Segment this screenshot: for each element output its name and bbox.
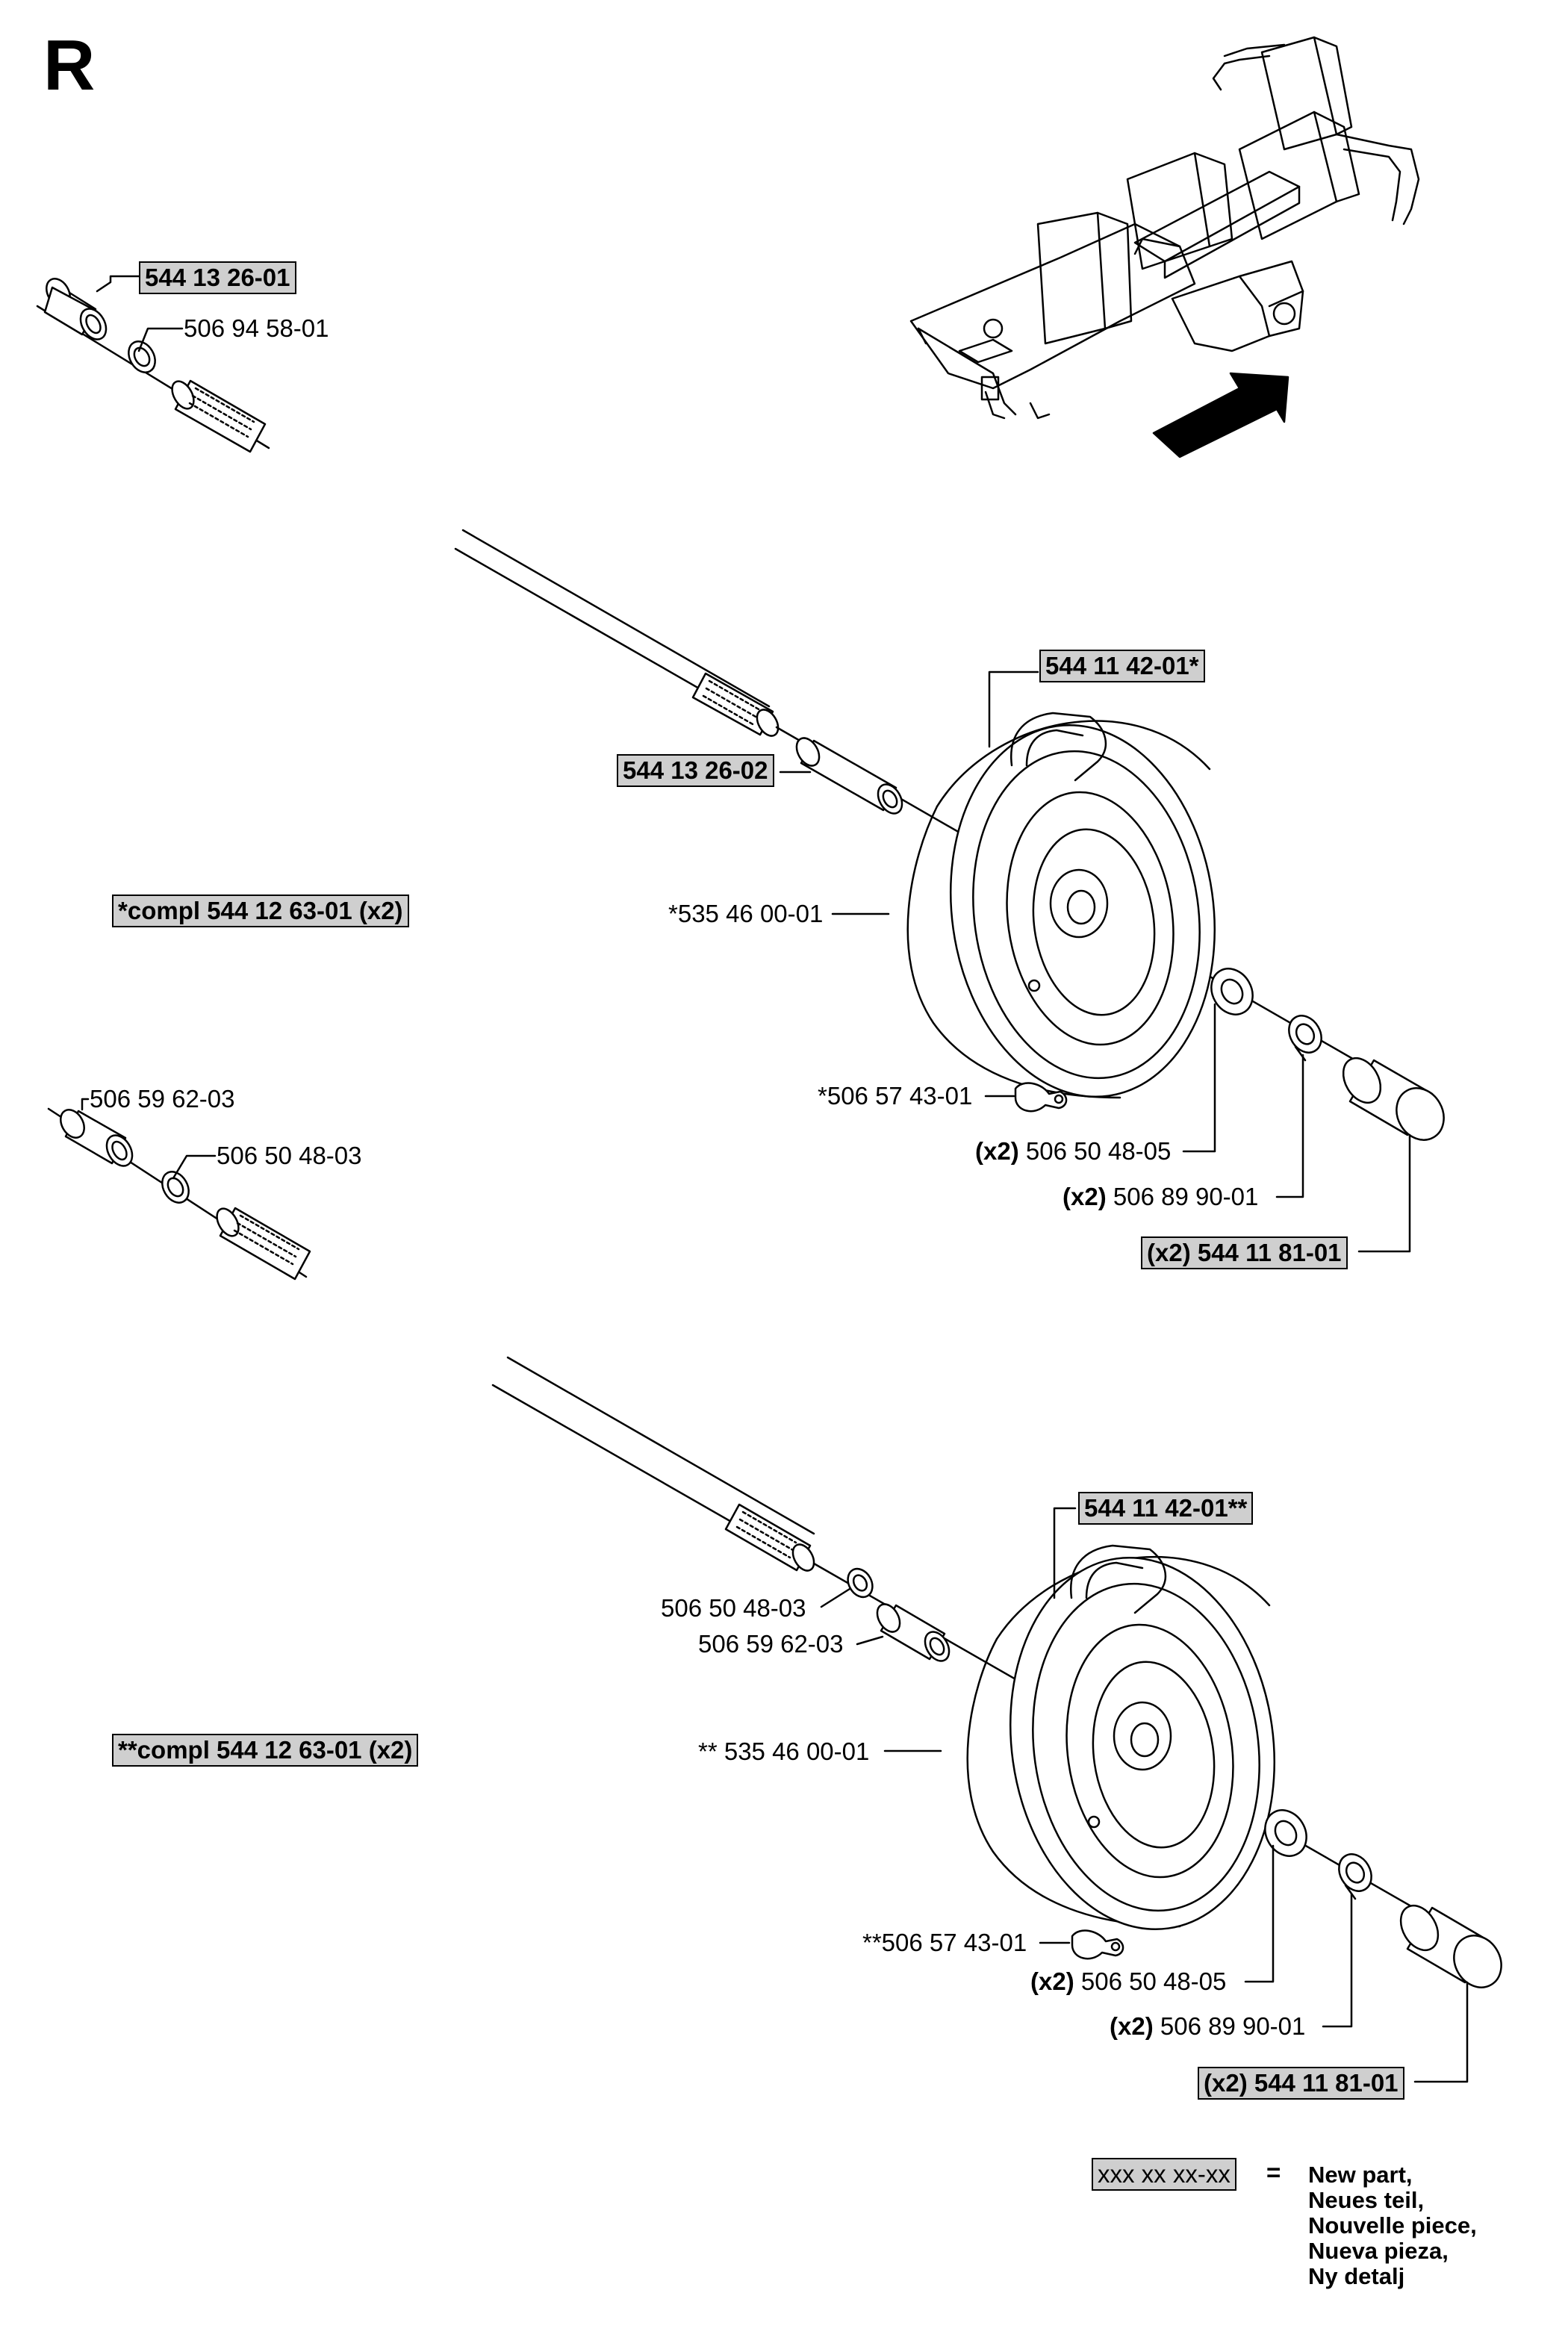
legend-line: Neues teil, — [1308, 2187, 1425, 2213]
label-wheel2-new-part: 544 11 42-01** — [1078, 1492, 1254, 1525]
wheel-assembly-2 — [491, 1356, 1502, 2083]
qty-label: (x2) — [975, 1137, 1019, 1165]
label-wheel1-washer: (x2) 506 50 48-05 — [975, 1136, 1171, 1166]
legend-line: Ny detalj — [1308, 2263, 1405, 2289]
label-wheel1-valve: *506 57 43-01 — [818, 1082, 973, 1110]
qty-label: (x2) — [1063, 1183, 1107, 1210]
part-number: 506 89 90-01 — [1113, 1183, 1259, 1210]
legend-line: Nouvelle piece, — [1308, 2212, 1477, 2239]
legend-text: New part, Neues teil, Nouvelle piece, Nu… — [1308, 2162, 1477, 2289]
label-wheel2-washer: (x2) 506 50 48-05 — [1030, 1967, 1226, 1997]
label-mid-washer: 506 50 48-03 — [217, 1142, 362, 1169]
label-wheel1-new-part: 544 11 42-01* — [1039, 650, 1205, 682]
label-compl-1: *compl 544 12 63-01 (x2) — [112, 895, 409, 927]
label-wheel2-bushing: 506 59 62-03 — [698, 1630, 844, 1658]
label-wheel1-cap: (x2) 544 11 81-01 — [1141, 1236, 1348, 1269]
wheel-assembly-1 — [454, 529, 1445, 1253]
legend-new-part-box: xxx xx xx-xx — [1092, 2158, 1236, 2191]
label-wheel1-rim: *535 46 00-01 — [668, 900, 824, 927]
label-wheel1-clip: (x2) 506 89 90-01 — [1063, 1182, 1258, 1212]
part-number: 506 89 90-01 — [1160, 2012, 1306, 2040]
section-letter: R — [43, 25, 96, 105]
label-wheel2-washer-inner: 506 50 48-03 — [661, 1594, 806, 1622]
middle-left-assembly — [47, 1098, 311, 1281]
qty-label: (x2) — [1030, 1967, 1074, 1995]
legend-line: New part, — [1308, 2162, 1413, 2188]
part-number: 506 50 48-05 — [1025, 1137, 1172, 1165]
label-top-bushing: 544 13 26-01 — [139, 261, 296, 294]
top-left-assembly — [36, 275, 270, 453]
qty-label: (x2) — [1110, 2012, 1154, 2040]
label-wheel2-valve: **506 57 43-01 — [862, 1929, 1027, 1956]
label-wheel1-spacer: 544 13 26-02 — [617, 754, 774, 787]
label-top-washer: 506 94 58-01 — [184, 314, 329, 342]
legend-line: Nueva pieza, — [1308, 2238, 1449, 2264]
legend-equals: = — [1266, 2159, 1281, 2186]
part-number: 506 50 48-05 — [1080, 1967, 1227, 1995]
label-wheel2-rim: ** 535 46 00-01 — [698, 1737, 870, 1765]
label-mid-bushing: 506 59 62-03 — [90, 1085, 235, 1113]
direction-arrow — [1152, 372, 1289, 458]
label-wheel2-clip: (x2) 506 89 90-01 — [1110, 2012, 1305, 2041]
label-compl-2: **compl 544 12 63-01 (x2) — [112, 1734, 419, 1767]
label-wheel2-cap: (x2) 544 11 81-01 — [1198, 2067, 1404, 2100]
tractor-frame-illustration — [909, 36, 1420, 420]
